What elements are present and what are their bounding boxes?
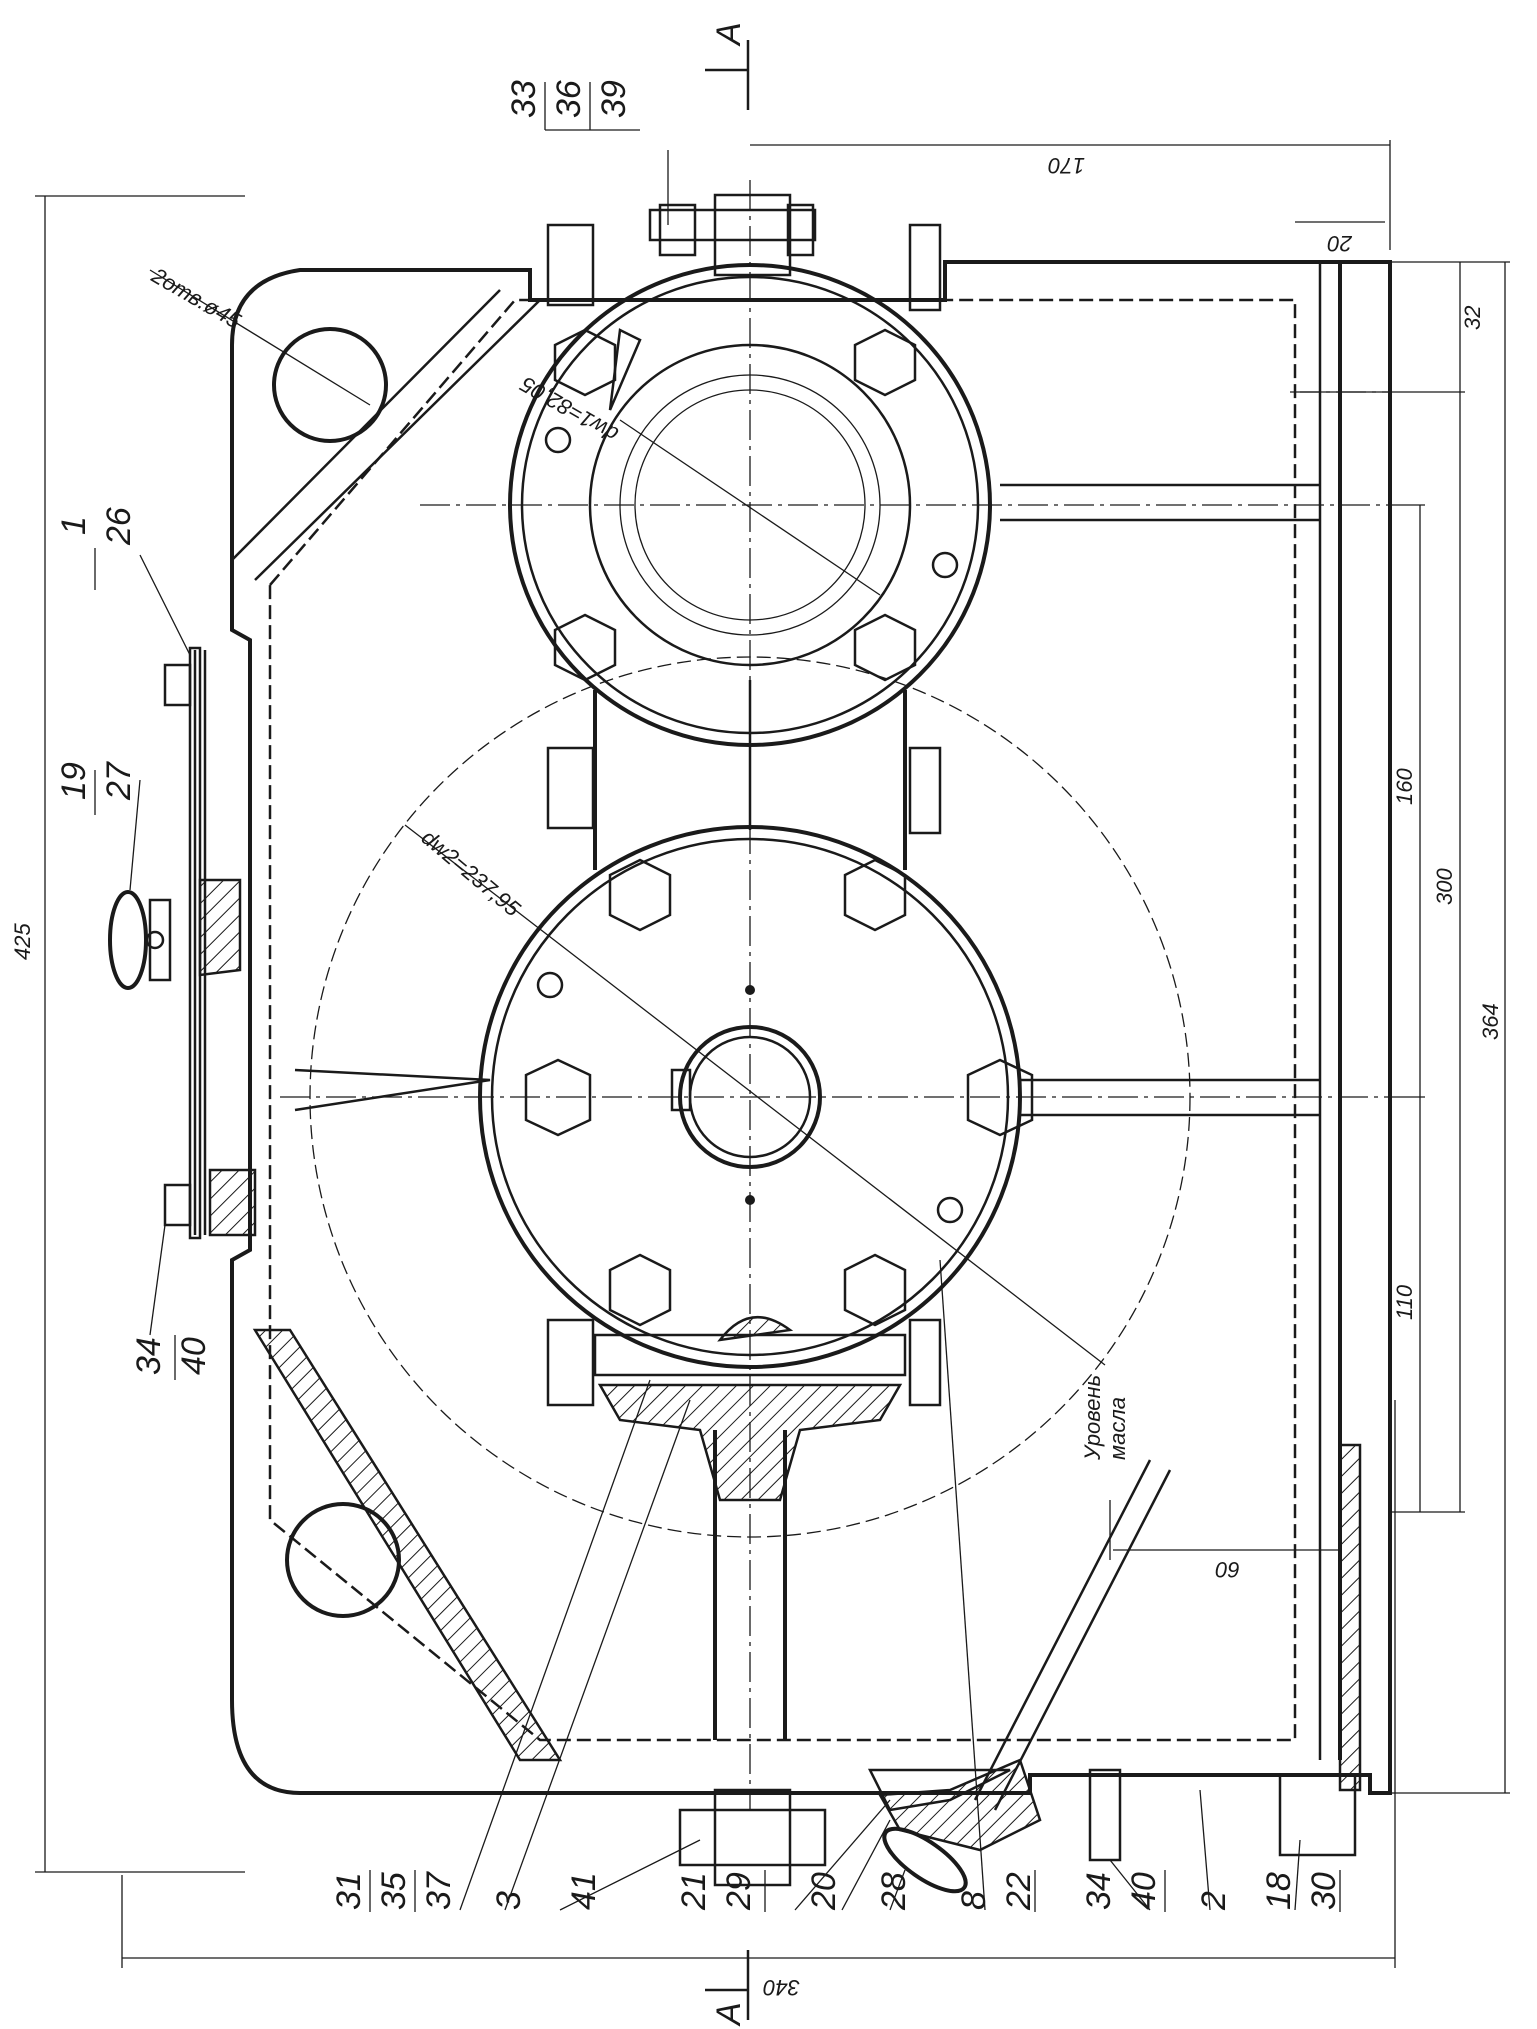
- callout-33: 33: [505, 80, 543, 118]
- callout-30: 30: [1305, 1872, 1343, 1910]
- dim-160: 160: [1392, 768, 1417, 805]
- callout-28: 28: [875, 1872, 913, 1911]
- dim-364: 364: [1478, 1003, 1503, 1040]
- callout-20: 20: [805, 1872, 843, 1911]
- oil-level-label-1: Уровень: [1080, 1375, 1105, 1461]
- oil-level-label-2: масла: [1105, 1397, 1130, 1460]
- inspection-cover: [108, 646, 257, 1240]
- dim-300: 300: [1432, 868, 1457, 905]
- callout-31: 31: [330, 1872, 368, 1910]
- dim-height: 425: [10, 923, 35, 960]
- callout-18: 18: [1260, 1872, 1298, 1910]
- callout-2: 2: [1195, 1891, 1233, 1911]
- callout-34-left: 34: [130, 1337, 168, 1375]
- oil-dipstick: [867, 1443, 1362, 1894]
- callout-40-left: 40: [175, 1337, 213, 1375]
- flange-bolts: [546, 193, 942, 1887]
- callout-39: 39: [595, 80, 633, 118]
- dim-170: 170: [1048, 153, 1085, 178]
- callout-3: 3: [490, 1891, 528, 1910]
- callout-34-bottom: 34: [1080, 1872, 1118, 1910]
- dimension-lines: [35, 140, 1510, 1968]
- callout-1: 1: [55, 516, 93, 535]
- callout-leaders: [129, 150, 1301, 1911]
- mount-hole-bottom: [285, 1502, 401, 1618]
- center-axes: [280, 180, 1390, 1810]
- callout-37: 37: [420, 1871, 458, 1910]
- dim-20: 20: [1327, 231, 1353, 256]
- callout-36: 36: [550, 80, 588, 118]
- section-markers: [705, 40, 750, 2020]
- dim-110: 110: [1392, 1284, 1417, 1320]
- mount-hole-top: [272, 327, 388, 443]
- lower-rib-section: [252, 1328, 563, 1762]
- callout-22: 22: [1000, 1872, 1038, 1911]
- dim-width: 340: [763, 1975, 800, 2000]
- callout-boxes: [94, 82, 1341, 1912]
- gearbox-housing: [149, 260, 1392, 1795]
- callout-26: 26: [100, 507, 138, 546]
- callout-40-bottom: 40: [1125, 1872, 1163, 1910]
- callout-21: 21: [675, 1872, 713, 1911]
- callout-19: 19: [55, 762, 93, 800]
- callout-41: 41: [565, 1872, 603, 1910]
- section-label-top: А: [710, 22, 748, 47]
- breather-knob: [108, 890, 148, 990]
- dim-32: 32: [1460, 306, 1485, 330]
- callout-35: 35: [375, 1872, 413, 1910]
- pitch-diameter-2: dw2=237,95: [417, 825, 526, 922]
- dim-60: 60: [1215, 1557, 1240, 1582]
- section-label-bottom: А: [710, 2002, 748, 2027]
- dipstick-knob: [882, 1826, 968, 1894]
- callout-29: 29: [720, 1872, 758, 1911]
- holes-note: 2отв.ø45: [147, 262, 246, 334]
- callout-27: 27: [100, 761, 138, 801]
- callout-8: 8: [955, 1891, 993, 1910]
